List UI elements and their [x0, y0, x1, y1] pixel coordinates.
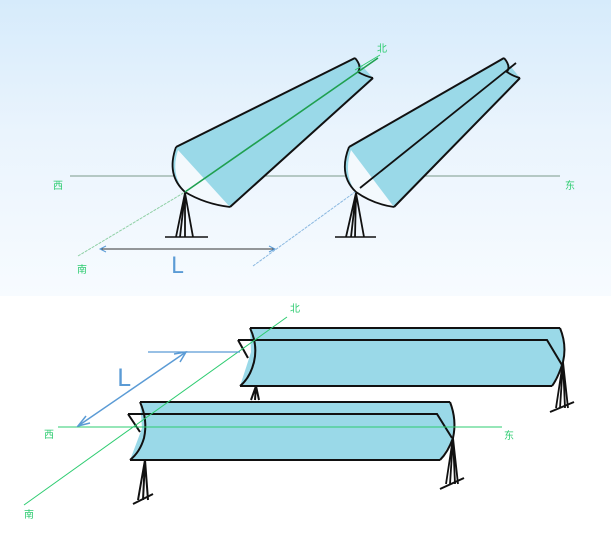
north-axis-extension — [354, 54, 381, 71]
label-west: 西 — [53, 181, 63, 192]
south-north-axis-right — [252, 191, 356, 267]
spacing-dimension-arrow — [77, 351, 187, 427]
label-north: 北 — [377, 44, 387, 55]
collector-front — [127, 401, 465, 505]
label-east-bottom: 东 — [504, 431, 514, 442]
label-north-bottom: 北 — [290, 304, 300, 315]
label-east: 东 — [565, 181, 575, 192]
collector-left — [165, 57, 379, 238]
ew-troughs-drawing — [23, 316, 575, 506]
spacing-label-L-bottom: L — [117, 364, 131, 392]
label-west-bottom: 西 — [44, 430, 54, 441]
bottom-diagram-panel: 西 东 北 南 L — [0, 296, 611, 549]
top-diagram-panel: 西 东 北 南 L — [0, 0, 611, 296]
collector-back — [237, 327, 575, 413]
label-south-bottom: 南 — [24, 510, 34, 521]
spacing-label-L: L — [171, 254, 184, 279]
ns-troughs-drawing — [70, 54, 560, 267]
south-north-axis-left — [77, 191, 186, 257]
collector-right — [335, 57, 521, 238]
label-south: 南 — [77, 265, 87, 276]
south-north-axis-bottom — [23, 316, 288, 506]
